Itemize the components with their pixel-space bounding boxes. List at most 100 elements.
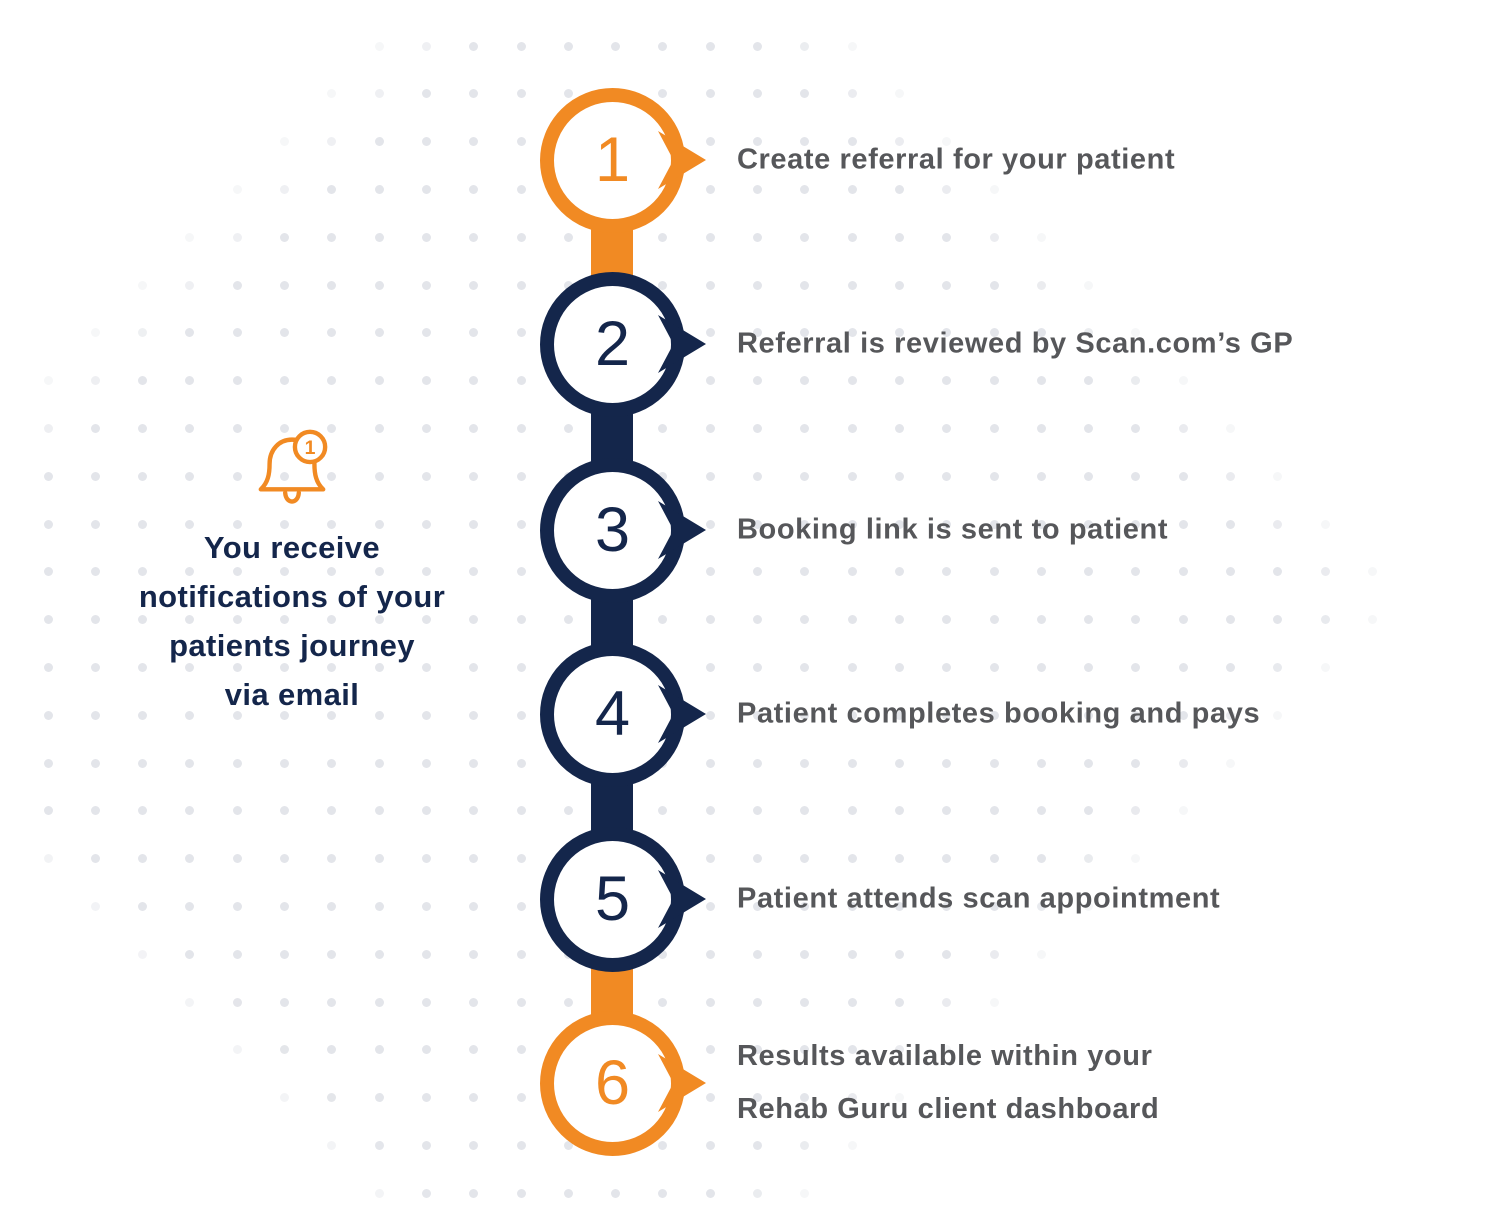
background-dot <box>847 423 857 433</box>
background-dot <box>516 423 526 433</box>
background-dot <box>800 1045 810 1055</box>
background-dot <box>327 854 337 864</box>
background-dot <box>280 758 289 768</box>
background-dot <box>469 89 479 99</box>
background-dot <box>753 137 762 147</box>
background-dot <box>280 615 289 625</box>
background-dot <box>516 854 526 864</box>
background-dot <box>705 662 715 672</box>
background-dot <box>1036 423 1046 433</box>
background-dot <box>469 1140 479 1150</box>
background-dot <box>374 184 384 194</box>
background-dot <box>90 758 100 768</box>
background-dot <box>989 567 999 577</box>
background-dot <box>753 949 762 959</box>
background-dot <box>847 854 857 864</box>
background-dot <box>374 89 384 99</box>
background-dot <box>138 710 148 720</box>
background-dot <box>847 1093 857 1103</box>
background-dot <box>421 184 431 194</box>
background-dot <box>232 519 242 529</box>
background-dot <box>90 471 100 481</box>
background-dot <box>942 232 952 242</box>
background-dot <box>942 758 952 768</box>
background-dot <box>1273 567 1283 577</box>
background-dot <box>563 280 573 290</box>
background-dot <box>894 471 904 481</box>
background-dot <box>280 1093 289 1103</box>
note-text-line: notifications of your <box>138 579 446 614</box>
background-dot <box>1036 854 1046 864</box>
step-2-number: 2 <box>594 308 630 379</box>
background-dot <box>374 567 384 577</box>
background-dot <box>942 184 952 194</box>
background-dot <box>469 949 479 959</box>
background-dot <box>658 41 668 51</box>
background-dot <box>90 567 100 577</box>
background-dot <box>232 471 242 481</box>
background-dot <box>1178 662 1188 672</box>
background-dot <box>374 232 384 242</box>
background-dot <box>658 1188 668 1198</box>
background-dot <box>658 89 668 99</box>
background-dot <box>1273 615 1283 625</box>
background-dot <box>1036 901 1046 911</box>
background-dot <box>847 662 857 672</box>
background-dot <box>800 710 810 720</box>
background-dot <box>374 997 384 1007</box>
background-dot <box>469 423 479 433</box>
background-dot <box>469 232 479 242</box>
background-dot <box>374 949 384 959</box>
background-dot <box>753 376 762 386</box>
background-dot <box>942 567 952 577</box>
background-dot <box>1036 758 1046 768</box>
background-dot <box>516 901 526 911</box>
background-dot <box>563 615 573 625</box>
background-dot <box>753 567 762 577</box>
background-dot <box>1273 519 1283 529</box>
background-dot <box>753 89 762 99</box>
background-dot <box>138 567 148 577</box>
background-dot <box>232 806 242 816</box>
background-dot <box>800 519 810 529</box>
background-dot <box>705 997 715 1007</box>
background-dot <box>753 1140 762 1150</box>
background-dot <box>658 949 668 959</box>
background-dot <box>800 89 810 99</box>
background-dot <box>942 328 952 338</box>
background-dot <box>753 854 762 864</box>
background-dot <box>1273 710 1283 720</box>
background-dot <box>1036 662 1046 672</box>
background-dot <box>942 376 952 386</box>
background-dot <box>138 949 148 959</box>
background-dot <box>327 137 337 147</box>
step-4-label-line: Patient completes booking and pays <box>737 697 1261 730</box>
background-dot <box>43 854 53 864</box>
background-dot <box>753 1045 762 1055</box>
background-dot <box>327 471 337 481</box>
background-dot <box>705 1140 715 1150</box>
background-dot <box>1273 471 1283 481</box>
background-dot <box>280 854 289 864</box>
background-dot <box>847 1045 857 1055</box>
background-dot <box>374 137 384 147</box>
background-dot <box>705 137 715 147</box>
background-dot <box>421 758 431 768</box>
background-dot <box>800 662 810 672</box>
background-dot <box>658 1140 668 1150</box>
background-dot <box>516 41 526 51</box>
background-dot <box>1131 567 1141 577</box>
background-dot <box>516 1045 526 1055</box>
background-dot <box>516 949 526 959</box>
step-4-number: 4 <box>594 678 630 749</box>
background-dot <box>1084 423 1094 433</box>
background-dot <box>138 854 148 864</box>
background-dot <box>43 615 53 625</box>
background-dot <box>1178 423 1188 433</box>
background-dot <box>90 806 100 816</box>
background-dot <box>942 1045 952 1055</box>
background-dot <box>1131 806 1141 816</box>
background-dot <box>705 1093 715 1103</box>
background-dot <box>1131 758 1141 768</box>
background-dot <box>280 280 289 290</box>
